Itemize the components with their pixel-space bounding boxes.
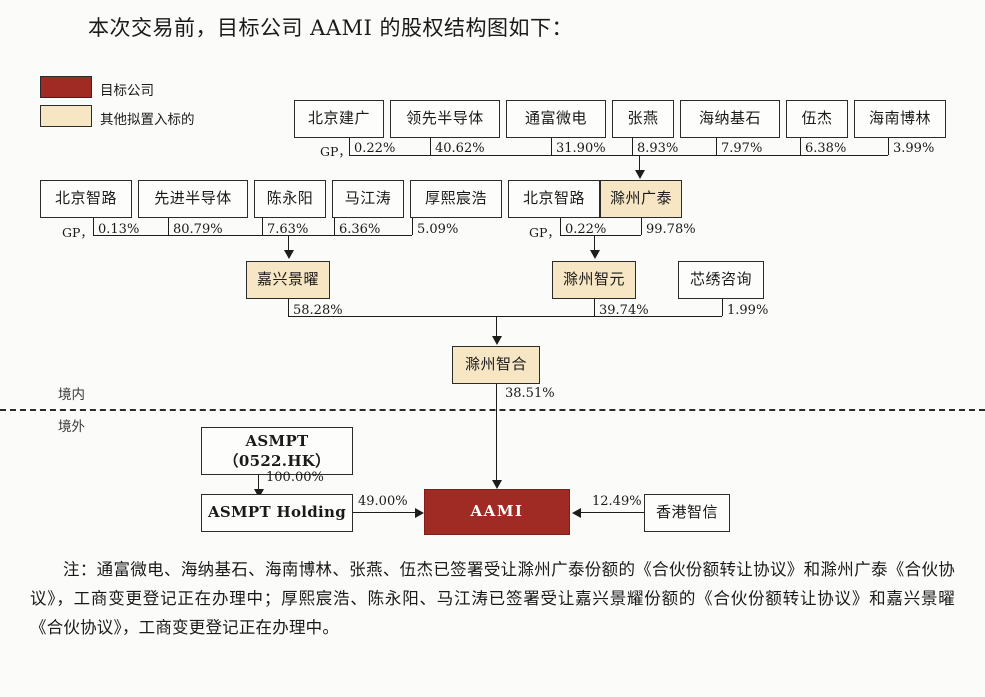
label-pct-r3-1: 39.74% [599, 303, 649, 318]
node-hongkong-zhixin[interactable]: 香港智信 [644, 494, 730, 532]
node-chen-yongyang[interactable]: 陈永阳 [254, 180, 326, 218]
arrowhead-chuzhou-zhihe-to-aami [492, 480, 502, 489]
connector-stub-r2-5 [560, 218, 562, 235]
connector-bus-row1 [349, 155, 888, 157]
arrowhead-holding-to-aami [415, 508, 424, 518]
arrowhead-asmpt-to-holding [254, 489, 264, 498]
connector-stub-r1-1 [430, 138, 432, 155]
label-pct-r2-5: 0.22% [565, 222, 607, 237]
node-ma-jiangtao[interactable]: 马江涛 [332, 180, 404, 218]
onshore-offshore-divider [0, 409, 985, 411]
legend-label-other: 其他拟置入标的 [100, 112, 195, 128]
label-pct-r1-3: 8.93% [637, 141, 679, 156]
label-gp-r1-0: GP， [320, 144, 351, 159]
connector-stub-r1-5 [800, 138, 802, 155]
connector-chuzhou-zhihe-to-aami [496, 384, 498, 484]
connector-stub-r3-2 [722, 299, 724, 316]
node-zhang-yan[interactable]: 张燕 [612, 100, 674, 138]
arrowhead-to-chuzhou-zhihe [492, 336, 502, 345]
label-pct-r1-6: 3.99% [893, 141, 935, 156]
node-asmpt-holding[interactable]: ASMPT Holding [201, 494, 353, 532]
node-jiaxing-jingyao[interactable]: 嘉兴景曜 [246, 261, 330, 299]
connector-asmpt-to-holding [258, 475, 260, 493]
node-lingxian-semiconductor[interactable]: 领先半导体 [390, 100, 500, 138]
label-pct-r3-0: 58.28% [293, 303, 343, 318]
node-haina-jishi[interactable]: 海纳基石 [680, 100, 780, 138]
arrowhead-to-jiaxing-jingyao [284, 250, 294, 259]
label-pct-r2-4: 5.09% [417, 222, 459, 237]
connector-stub-r2-6 [641, 218, 643, 235]
connector-stub-r1-0 [349, 138, 351, 155]
zone-label-onshore: 境内 [58, 387, 85, 403]
label-pct-r2-2: 7.63% [267, 222, 309, 237]
node-asmpt-parent[interactable]: ASMPT （0522.HK） [201, 427, 353, 475]
label-pct-chuzhou-zhihe: 38.51% [505, 386, 555, 401]
connector-stub-r2-0 [93, 218, 95, 235]
node-chuzhou-guangtai[interactable]: 滁州广泰 [600, 180, 682, 218]
legend-label-target: 目标公司 [100, 83, 154, 99]
connector-drop-to-chuzhou-zhiyuan [594, 235, 596, 253]
page-title: 本次交易前，目标公司 AAMI 的股权结构图如下： [88, 16, 573, 40]
connector-stub-r2-3 [334, 218, 336, 235]
node-beijing-jianguang[interactable]: 北京建广 [294, 100, 384, 138]
label-pct-r1-0: 0.22% [354, 141, 396, 156]
connector-stub-r2-1 [168, 218, 170, 235]
node-tongfu-microelectronics[interactable]: 通富微电 [506, 100, 606, 138]
connector-drop-to-chuzhou-guangtai [639, 155, 641, 173]
connector-stub-r1-4 [716, 138, 718, 155]
connector-stub-r3-0 [288, 299, 290, 316]
asmpt-parent-line1: ASMPT [245, 431, 309, 450]
label-gp-r2-0: GP， [62, 225, 93, 240]
node-aami-target[interactable]: AAMI [424, 489, 570, 535]
connector-bus-row3 [288, 316, 722, 318]
node-chuzhou-zhihe[interactable]: 滁州智合 [452, 346, 540, 384]
node-xianjin-semiconductor[interactable]: 先进半导体 [138, 180, 248, 218]
connector-stub-r1-2 [551, 138, 553, 155]
legend-swatch-other [40, 105, 92, 127]
zone-label-offshore: 境外 [58, 419, 85, 435]
node-beijing-zhilu-b[interactable]: 北京智路 [508, 180, 600, 218]
node-beijing-zhilu-a[interactable]: 北京智路 [40, 180, 132, 218]
node-xinxiu-consulting[interactable]: 芯绣咨询 [678, 261, 764, 299]
label-pct-hk-zhixin: 12.49% [592, 494, 642, 509]
label-pct-r1-1: 40.62% [435, 141, 485, 156]
label-pct-asmpt-parent: 100.00% [266, 470, 324, 485]
asmpt-parent-line2: （0522.HK） [223, 452, 331, 470]
label-pct-r1-4: 7.97% [721, 141, 763, 156]
node-chuzhou-zhiyuan[interactable]: 滁州智元 [552, 261, 636, 299]
legend-swatch-target [40, 76, 92, 98]
label-pct-r2-3: 6.36% [339, 222, 381, 237]
label-pct-r1-2: 31.90% [556, 141, 606, 156]
connector-drop-to-jiaxing-jingyao [288, 235, 290, 253]
node-hainan-bolin[interactable]: 海南博林 [854, 100, 946, 138]
connector-drop-to-chuzhou-zhihe [496, 316, 498, 339]
connector-stub-r1-6 [888, 138, 890, 155]
arrowhead-to-chuzhou-zhiyuan [590, 250, 600, 259]
label-pct-asmpt-holding: 49.00% [358, 494, 408, 509]
connector-bus-row2-right [560, 235, 641, 237]
label-pct-r2-1: 80.79% [173, 222, 223, 237]
connector-stub-r1-3 [632, 138, 634, 155]
arrowhead-to-chuzhou-guangtai [635, 170, 645, 179]
connector-stub-r2-2 [262, 218, 264, 235]
connector-stub-r2-4 [412, 218, 414, 235]
connector-holding-to-aami [353, 512, 419, 514]
arrowhead-hk-zhixin-to-aami [572, 508, 581, 518]
connector-hk-zhixin-to-aami [580, 512, 644, 514]
node-wu-jie[interactable]: 伍杰 [786, 100, 848, 138]
connector-stub-r3-1 [594, 299, 596, 316]
footnote: 注：通富微电、海纳基石、海南博林、张燕、伍杰已签署受让滁州广泰份额的《合伙份额转… [30, 560, 955, 637]
label-gp-r2-5: GP， [529, 225, 560, 240]
label-pct-r2-6: 99.78% [646, 222, 696, 237]
connector-bus-row2-left [93, 235, 412, 237]
label-pct-r3-2: 1.99% [727, 303, 769, 318]
label-pct-r2-0: 0.13% [98, 222, 140, 237]
label-pct-r1-5: 6.38% [805, 141, 847, 156]
node-houxi-chenhao[interactable]: 厚熙宸浩 [410, 180, 502, 218]
